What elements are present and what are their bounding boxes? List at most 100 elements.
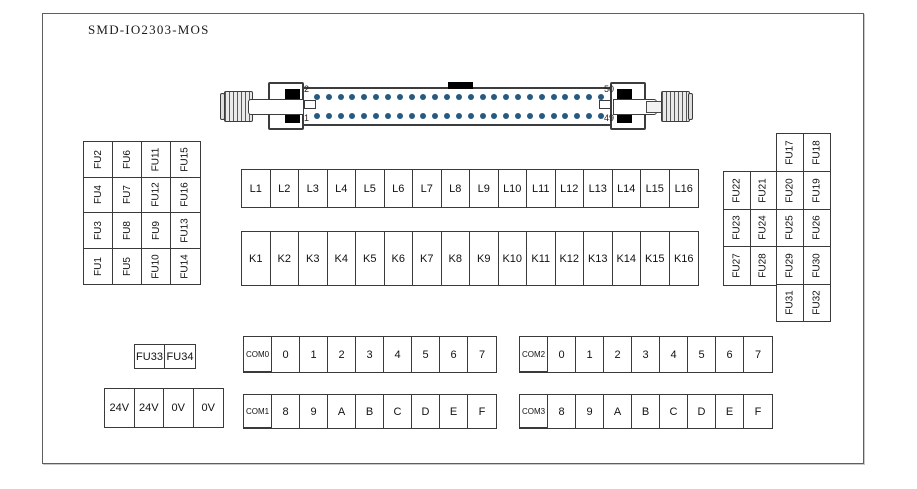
fuse-cell: FU1 (84, 248, 113, 284)
com-hex-cell: A (604, 395, 632, 428)
pin-dot (526, 94, 533, 100)
fuse-cell: FU19 (803, 172, 830, 210)
l-cell: L7 (413, 170, 442, 207)
pin-dot (562, 94, 569, 100)
k-cell: K13 (584, 232, 613, 285)
pin-dot (314, 113, 320, 119)
fuse-cell: FU5 (113, 248, 142, 284)
k-cell: K11 (527, 232, 556, 285)
com-hex-cell: 7 (468, 337, 496, 372)
com-hex-cell: F (744, 395, 772, 428)
com-hex-cell: D (688, 395, 716, 428)
pin-dot (503, 94, 510, 100)
fuse-cell: FU26 (803, 209, 830, 247)
polarizing-notch (448, 82, 473, 89)
pin-dot (396, 94, 403, 100)
pin-dot (479, 94, 486, 100)
pin-dot (597, 113, 604, 119)
fuse-cell: FU3 (84, 213, 113, 249)
fuse-cell: FU32 (803, 284, 830, 321)
power-cell: 0V (193, 389, 223, 427)
l-cell: L16 (669, 170, 698, 207)
pin-dot (373, 94, 380, 100)
l-cell: L10 (498, 170, 527, 207)
com-hex-cell: 3 (356, 337, 384, 372)
fuse-cell: FU33 (135, 345, 165, 368)
pin-row-bottom (314, 113, 604, 119)
pin-number-1: 1 (304, 113, 310, 123)
fuse-cell: FU17 (777, 134, 804, 171)
fuse-cell: FU7 (113, 177, 142, 213)
idc-connector-50pin: 2 1 50 49 (220, 79, 693, 134)
com-hex-cell: 0 (272, 337, 300, 372)
pin-dot (515, 113, 522, 119)
k-cell: K5 (356, 232, 385, 285)
pin-dot (467, 94, 474, 100)
fuse-cell: FU14 (171, 248, 200, 284)
com3-label: COM3 (520, 395, 548, 428)
com-hex-cell: 8 (548, 395, 576, 428)
pin-row-top (314, 94, 604, 100)
pin-dot (349, 94, 356, 100)
com-hex-cell: 5 (688, 337, 716, 372)
fuse-cell: FU9 (142, 213, 171, 249)
pin-dot (396, 113, 403, 119)
pin-dot (574, 113, 581, 119)
com-hex-cell: A (328, 395, 356, 428)
l-cell: L9 (470, 170, 499, 207)
fuse-cell: FU23 (724, 209, 751, 247)
k-cell: K2 (270, 232, 299, 285)
fuse-cell: FU16 (171, 177, 200, 213)
k-cell: K7 (413, 232, 442, 285)
fuse-cell: FU6 (113, 142, 142, 178)
com-hex-cell: 6 (440, 337, 468, 372)
com-hex-cell: B (356, 395, 384, 428)
k-cell: K4 (327, 232, 356, 285)
pin-dot (384, 94, 391, 100)
fuse-cell: FU21 (750, 172, 777, 210)
com-hex-cell: 7 (744, 337, 772, 372)
k-cell: K1 (242, 232, 271, 285)
pin-dot (455, 94, 462, 100)
pin-dot (432, 113, 439, 119)
power-cell: 24V (134, 389, 164, 427)
pin-dot (586, 113, 593, 119)
mount-block-right-bottom (617, 112, 632, 123)
fuse-cell: FU31 (777, 284, 804, 321)
l-cell: L11 (527, 170, 556, 207)
pin-number-49: 49 (603, 113, 614, 123)
fuse-cell: FU18 (803, 134, 830, 171)
com-hex-cell: 1 (576, 337, 604, 372)
k-cell: K12 (555, 232, 584, 285)
mount-block-right-top (617, 89, 632, 100)
l-cell: L12 (555, 170, 584, 207)
k-cell: K16 (669, 232, 698, 285)
board-title: SMD-IO2303-MOS (88, 22, 210, 37)
com-hex-cell: 0 (548, 337, 576, 372)
l-cell: L2 (270, 170, 299, 207)
mount-block-left-bottom (285, 112, 300, 123)
power-cell: 0V (164, 389, 194, 427)
com-hex-cell: 4 (384, 337, 412, 372)
pin-dot (444, 113, 451, 119)
k-cell: K6 (384, 232, 413, 285)
com-hex-cell: F (468, 395, 496, 428)
pin-dot (467, 113, 474, 119)
fuse-cell: FU11 (142, 142, 171, 178)
key-stub-right (599, 100, 611, 109)
